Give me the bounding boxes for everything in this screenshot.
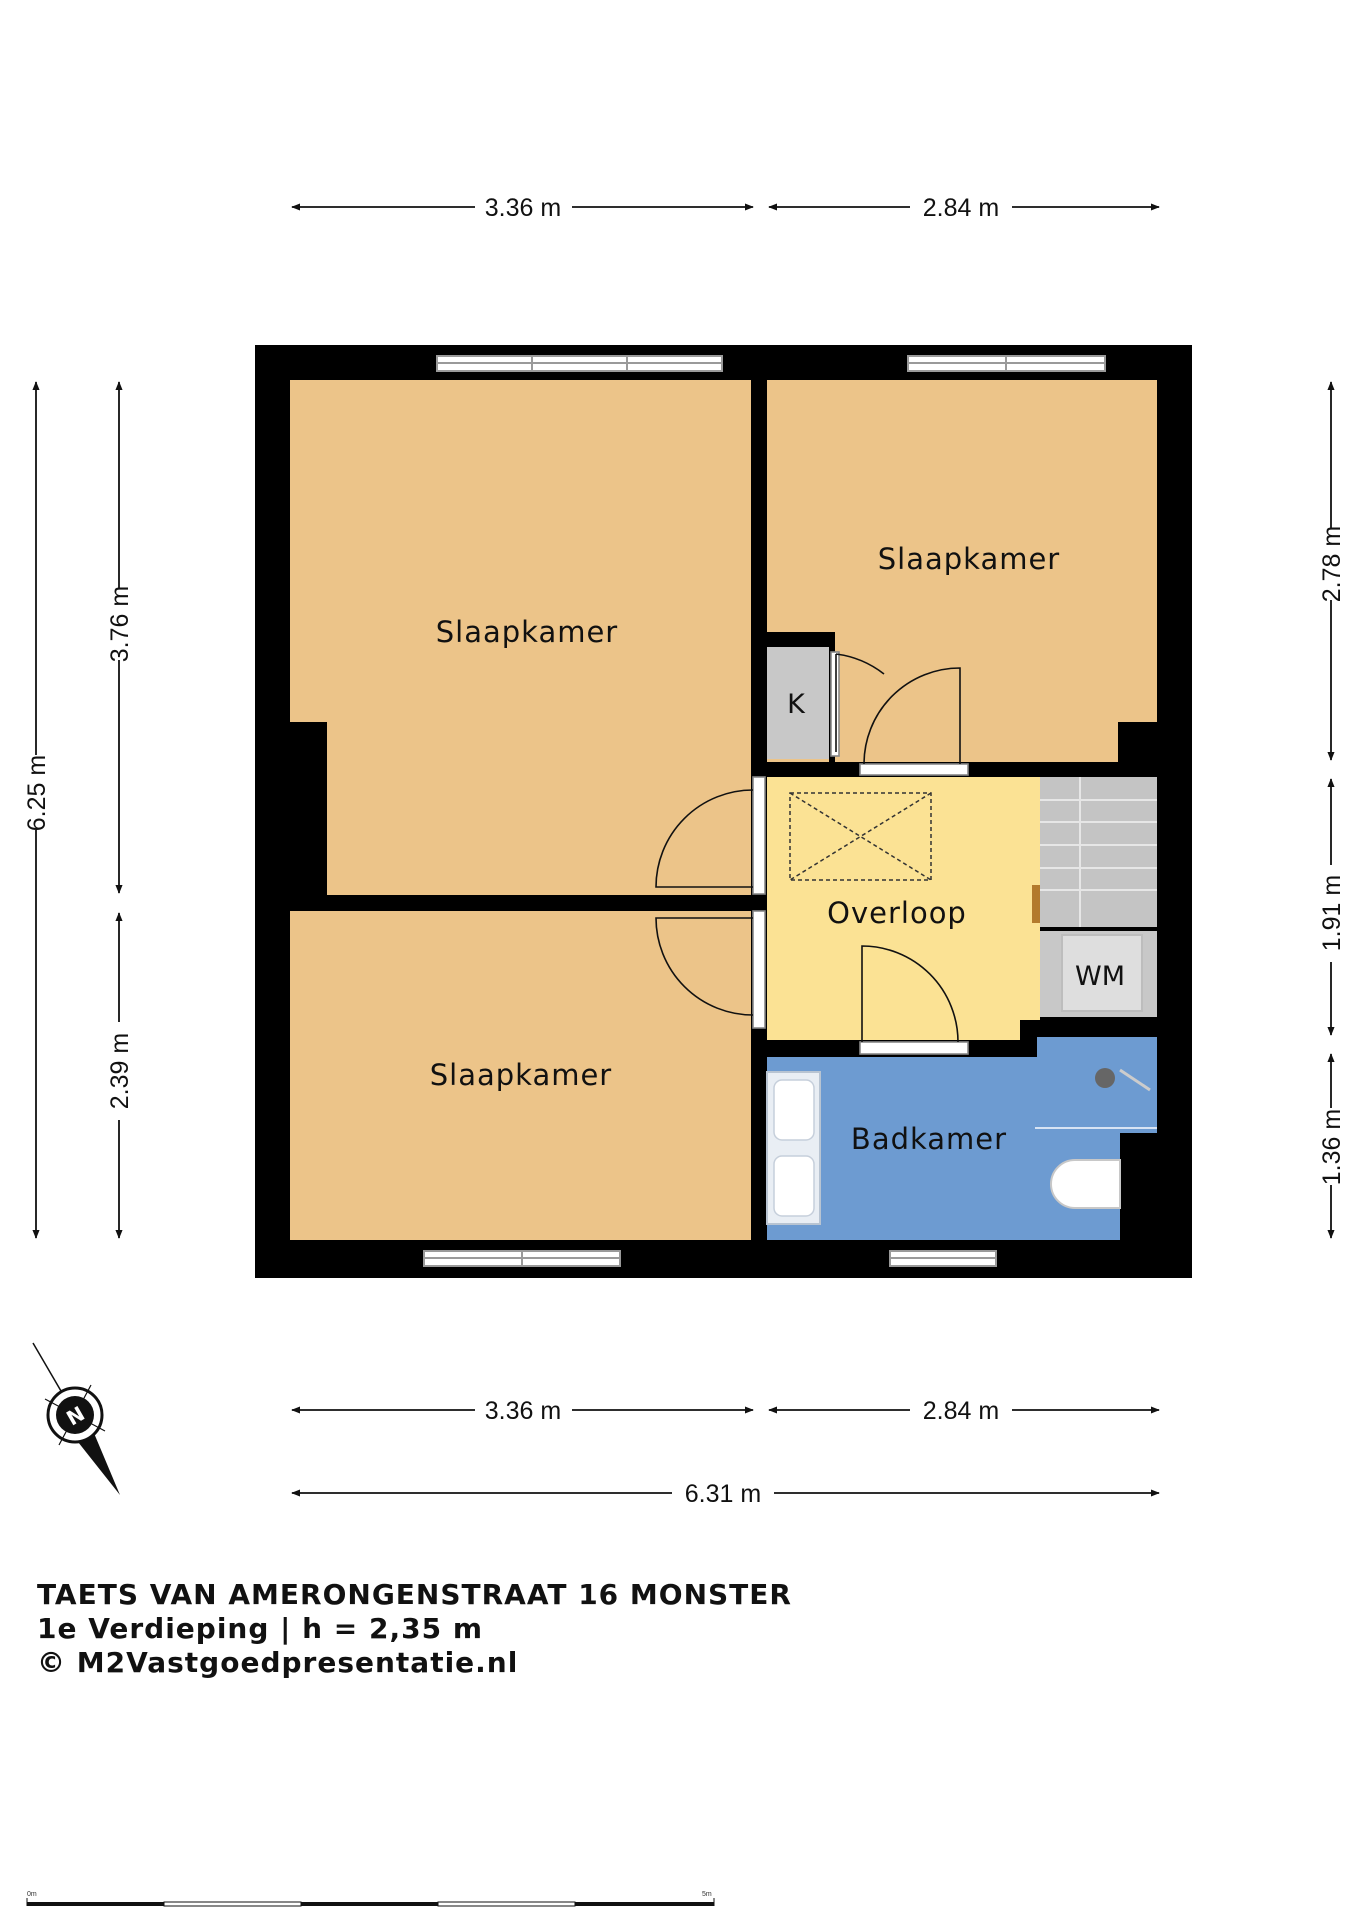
label-washing-machine: WM [1075, 961, 1125, 992]
door-swing-bedroom-top-right [863, 667, 961, 765]
dim-right-lower: 1.36 m [1318, 1109, 1346, 1185]
dim-bottom-left: 3.36 m [485, 1397, 561, 1425]
shower-drain [1095, 1068, 1115, 1088]
toilet [1050, 1159, 1121, 1209]
attic-hatch [789, 792, 932, 881]
room-bedroom-top-right [767, 380, 1157, 762]
stair-handrail [1032, 885, 1040, 923]
scale-end: 5m [702, 1891, 712, 1898]
windows [423, 355, 1106, 1267]
label-closet: K [787, 689, 806, 720]
washing-machine-unit [1061, 934, 1143, 1012]
dimension-labels: 3.36 m 2.84 m 3.36 m 2.84 m 6.31 m 6.25 … [23, 194, 1346, 1508]
dim-left-upper: 3.76 m [106, 586, 134, 662]
dim-left-total: 6.25 m [23, 755, 51, 831]
room-closet [767, 647, 829, 759]
label-landing: Overloop [827, 896, 967, 930]
dim-right-middle: 1.91 m [1318, 875, 1346, 951]
room-bedroom-bottom [290, 911, 751, 1240]
label-bedroom-top-right: Slaapkamer [878, 542, 1061, 576]
dim-bottom-right: 2.84 m [923, 1397, 999, 1425]
address-title: TAETS VAN AMERONGENSTRAAT 16 MONSTER [37, 1578, 792, 1611]
scale-bar: 0m 5m [26, 1891, 715, 1907]
door-swing-bedroom-large [655, 789, 754, 888]
stair-lines [1040, 777, 1157, 927]
bathroom-fixtures [766, 1068, 1157, 1225]
label-bedroom-bottom: Slaapkamer [430, 1058, 613, 1092]
dim-left-lower: 2.39 m [106, 1033, 134, 1109]
door-swing-bedroom-bottom [655, 917, 754, 1016]
rooms [290, 380, 1157, 1240]
dim-bottom-total: 6.31 m [685, 1480, 761, 1508]
dimension-lines [32, 203, 1335, 1497]
room-landing [767, 777, 1040, 1040]
title-block: TAETS VAN AMERONGENSTRAAT 16 MONSTER 1e … [37, 1578, 792, 1680]
label-bedroom-large: Slaapkamer [436, 615, 619, 649]
dim-right-upper: 2.78 m [1318, 526, 1346, 602]
stairs [1040, 777, 1157, 927]
doors [655, 651, 969, 1055]
compass-icon: N [32, 1342, 120, 1495]
door-swing-landing-bath [861, 945, 959, 1043]
room-bedroom-large [290, 380, 751, 895]
dim-top-left: 3.36 m [485, 194, 561, 222]
dim-top-right: 2.84 m [923, 194, 999, 222]
scale-start: 0m [27, 1891, 37, 1898]
copyright-text: © M2Vastgoedpresentatie.nl [37, 1646, 519, 1679]
door-swing-closet [835, 653, 885, 752]
label-bathroom: Badkamer [851, 1122, 1007, 1156]
floor-info: 1e Verdieping | h = 2,35 m [37, 1612, 484, 1645]
